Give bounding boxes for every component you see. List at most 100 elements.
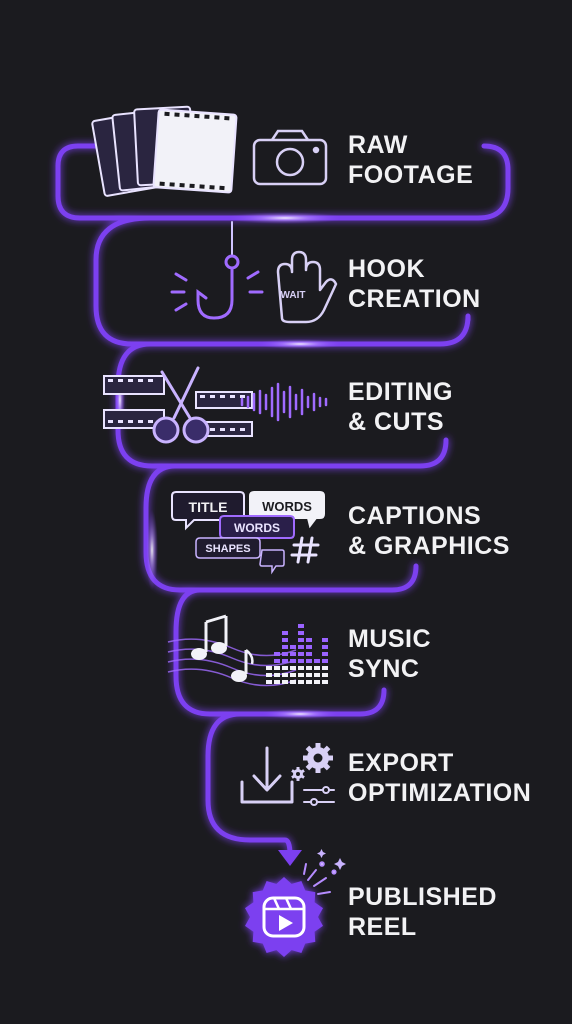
gear-tooth — [315, 743, 321, 748]
equalizer-segment — [322, 645, 328, 649]
equalizer-segment — [266, 666, 272, 670]
equalizer-segment — [298, 659, 304, 663]
equalizer-segment — [322, 680, 328, 684]
step-label-captions-graphics: CAPTIONS & GRAPHICS — [348, 501, 510, 561]
equalizer-segment — [298, 652, 304, 656]
step-label-line2: & CUTS — [348, 408, 445, 436]
equalizer-segment — [306, 645, 312, 649]
step-label-line1: EDITING — [348, 378, 453, 406]
step-label-line2: OPTIMIZATION — [348, 779, 532, 807]
gear-tooth — [291, 769, 296, 774]
hand-wait-text: WAIT — [281, 290, 306, 301]
equalizer-segment — [290, 659, 296, 663]
equalizer-segment — [282, 673, 288, 677]
film-strips-icon — [91, 105, 238, 197]
equalizer-segment — [282, 666, 288, 670]
equalizer-icon — [266, 624, 328, 684]
sparkles-icon — [303, 849, 346, 895]
step-label-editing-cuts: EDITING & CUTS — [348, 377, 453, 437]
equalizer-segment — [322, 673, 328, 677]
equalizer-segment — [274, 659, 280, 663]
equalizer-segment — [298, 638, 304, 642]
gear-tooth — [300, 769, 305, 774]
equalizer-segment — [290, 666, 296, 670]
equalizer-segment — [298, 680, 304, 684]
equalizer-segment — [266, 673, 272, 677]
reel-badge-icon — [245, 877, 323, 957]
equalizer-segment — [274, 680, 280, 684]
equalizer-segment — [322, 652, 328, 656]
gear-tooth — [300, 774, 305, 779]
equalizer-segment — [306, 652, 312, 656]
step-label-line2: CREATION — [348, 285, 481, 313]
gear-tooth — [296, 778, 300, 781]
gear-tooth — [296, 767, 300, 770]
bubble-shapes-text: SHAPES — [205, 543, 250, 555]
equalizer-segment — [282, 645, 288, 649]
equalizer-segment — [314, 680, 320, 684]
equalizer-segment — [306, 659, 312, 663]
step-label-line2: REEL — [348, 913, 417, 941]
equalizer-segment — [274, 666, 280, 670]
bubble-words-text-2: WORDS — [234, 521, 280, 535]
equalizer-segment — [322, 638, 328, 642]
equalizer-segment — [298, 666, 304, 670]
step-label-line1: MUSIC — [348, 625, 432, 653]
equalizer-segment — [290, 652, 296, 656]
hashtag-icon — [290, 536, 320, 564]
equalizer-segment — [282, 631, 288, 635]
equalizer-segment — [298, 624, 304, 628]
equalizer-segment — [322, 666, 328, 670]
step-label-hook-creation: HOOK CREATION — [348, 254, 481, 314]
equalizer-segment — [266, 680, 272, 684]
step-label-line1: CAPTIONS — [348, 502, 482, 530]
fish-hook-icon — [170, 221, 264, 320]
step-label-published-reel: PUBLISHED REEL — [348, 882, 497, 942]
step-label-line2: FOOTAGE — [348, 161, 474, 189]
sliders-icon — [303, 786, 335, 806]
music-notes-icon — [167, 614, 297, 687]
bubble-title-text: TITLE — [189, 499, 228, 515]
equalizer-segment — [282, 659, 288, 663]
equalizer-segment — [306, 638, 312, 642]
step-label-line1: PUBLISHED — [348, 883, 497, 911]
gear-tooth — [315, 768, 321, 773]
step-label-line2: & GRAPHICS — [348, 532, 510, 560]
equalizer-segment — [274, 673, 280, 677]
equalizer-segment — [290, 680, 296, 684]
step-label-line2: SYNC — [348, 655, 420, 683]
equalizer-segment — [298, 631, 304, 635]
equalizer-segment — [322, 659, 328, 663]
equalizer-segment — [306, 680, 312, 684]
equalizer-segment — [282, 680, 288, 684]
equalizer-segment — [290, 645, 296, 649]
step-label-line1: RAW — [348, 131, 408, 159]
gear-tooth — [303, 755, 308, 761]
caption-bubbles-icon: TITLE WORDS WORDS SHAPES — [171, 491, 325, 575]
equalizer-segment — [314, 666, 320, 670]
equalizer-segment — [290, 673, 296, 677]
bubble-words-text-1: WORDS — [262, 499, 312, 514]
equalizer-segment — [282, 638, 288, 642]
equalizer-segment — [314, 673, 320, 677]
step-label-music-sync: MUSIC SYNC — [348, 624, 431, 684]
hand-stop-icon: WAIT — [276, 250, 338, 324]
step-label-line1: HOOK — [348, 255, 425, 283]
step-label-export-optimization: EXPORT OPTIMIZATION — [348, 748, 531, 808]
step-label-line1: EXPORT — [348, 749, 454, 777]
step-label-raw-footage: RAW FOOTAGE — [348, 130, 473, 190]
equalizer-segment — [298, 645, 304, 649]
equalizer-segment — [306, 666, 312, 670]
gears-icon — [291, 743, 333, 781]
flow-arrowhead — [278, 850, 302, 866]
equalizer-segment — [314, 659, 320, 663]
equalizer-segment — [274, 652, 280, 656]
download-icon — [240, 746, 294, 804]
scissors-icon — [152, 366, 210, 444]
equalizer-segment — [306, 673, 312, 677]
camera-icon — [252, 129, 328, 186]
equalizer-segment — [282, 652, 288, 656]
equalizer-segment — [298, 673, 304, 677]
gear-tooth — [291, 774, 296, 779]
